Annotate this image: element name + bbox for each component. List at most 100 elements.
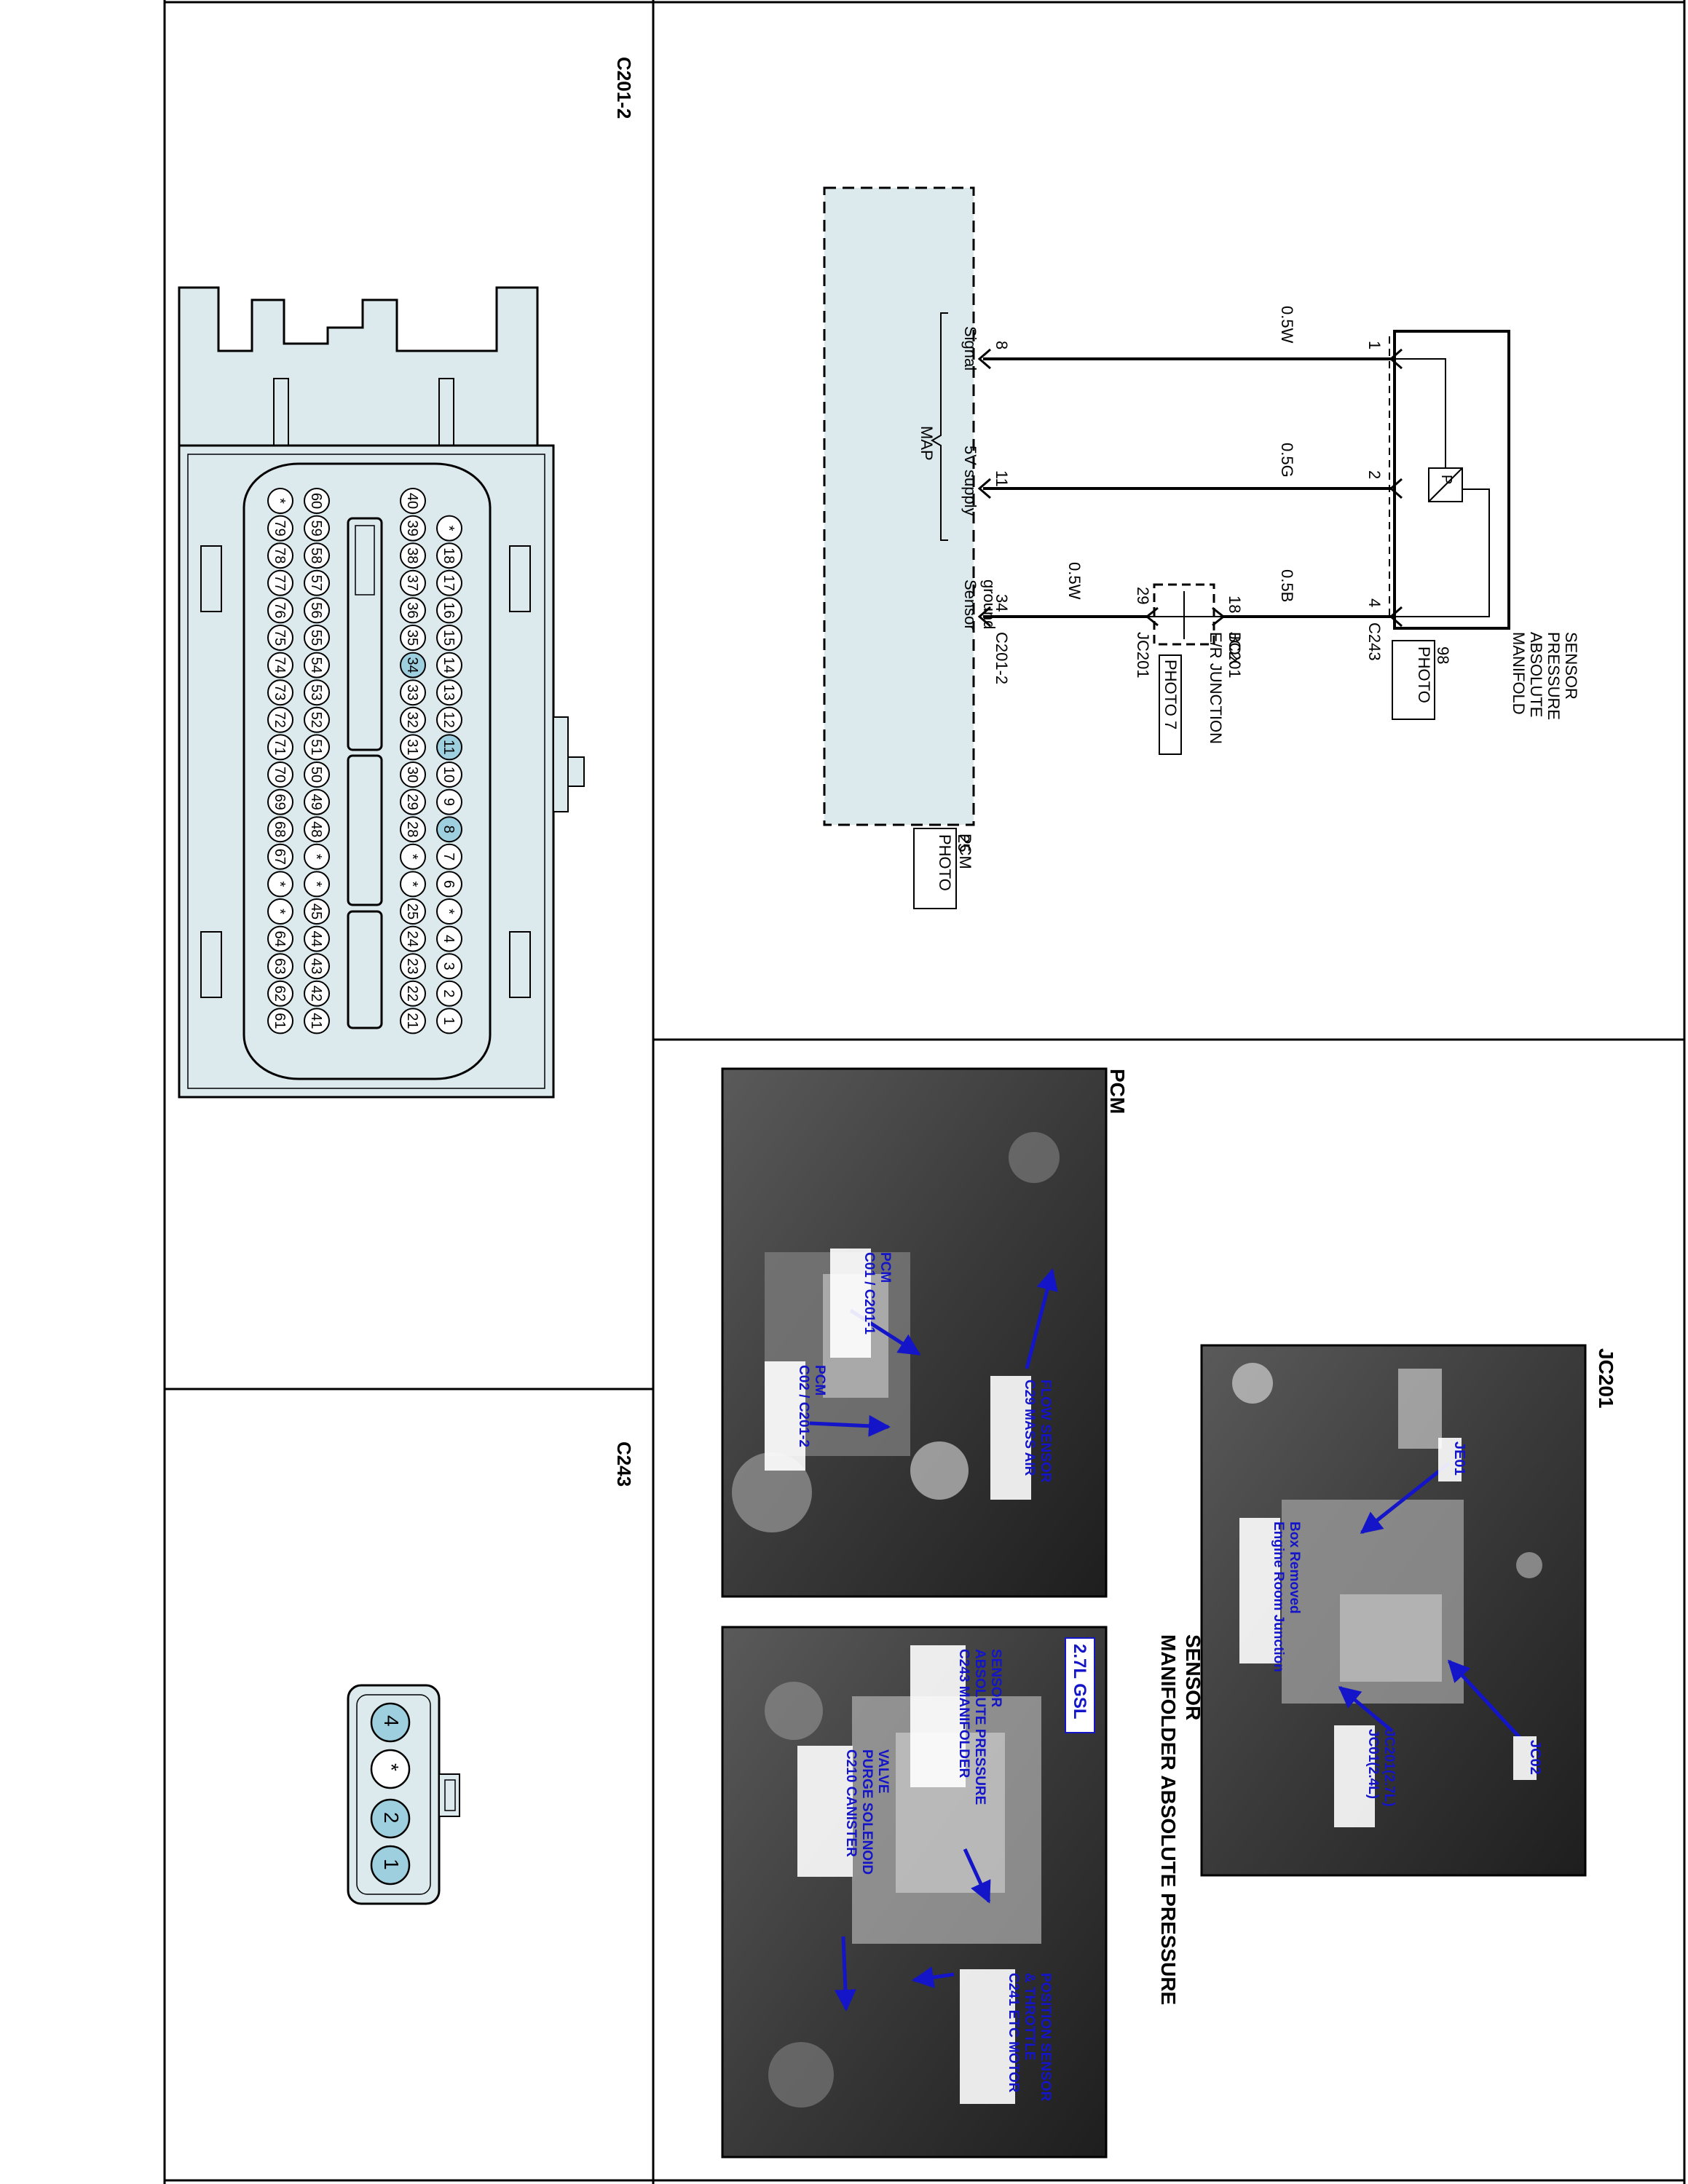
c201-pin-label: 41	[308, 1013, 324, 1029]
pcm-map-group-label: MAP	[918, 426, 936, 461]
photo-jc201-title: JC201	[1595, 1348, 1617, 1409]
svg-text:JC201: JC201	[1226, 632, 1244, 678]
c201-pin-48	[304, 816, 330, 843]
c201-pin-label: *	[272, 882, 288, 887]
c201-pin-label: 53	[308, 684, 324, 700]
c201-pin-label: 37	[404, 575, 420, 591]
c201-pin-76	[267, 597, 293, 624]
c201-pin-label: 75	[272, 630, 288, 646]
sensor-name: MANIFOLD ABSOLUTE PRESSURE SENSOR	[1510, 632, 1580, 724]
latch-post-lower	[438, 378, 454, 448]
junction-name: E/R JUNCTION BOX	[1207, 632, 1244, 748]
c201-pin-label: 50	[308, 767, 324, 783]
c201-pin-label: *	[404, 882, 420, 887]
c243-pin-1	[370, 1845, 411, 1886]
svg-text:P: P	[1438, 475, 1454, 484]
c201-pin-66	[267, 871, 293, 898]
svg-text:34: 34	[993, 594, 1011, 612]
c201-pin-57	[304, 569, 330, 596]
c201-pin-label: 29	[404, 794, 420, 810]
c201-pin-75	[267, 625, 293, 651]
callout-je01: JE01	[1451, 1441, 1467, 1476]
c201-pin-label: 30	[404, 767, 420, 783]
c201-pin-label: 6	[441, 880, 457, 888]
c201-pin-56	[304, 597, 330, 624]
sensor-photo-ref: PHOTO 98	[1415, 646, 1452, 708]
c201-pin-label: *	[272, 498, 288, 504]
c201-pin-label: 43	[308, 958, 324, 974]
c201-pin-label: 58	[308, 547, 324, 563]
c201-pin-label: 8	[441, 826, 457, 834]
c201-pin-42	[304, 980, 330, 1007]
c201-pin-label: 56	[308, 602, 324, 618]
callout-er-junction-box: Engine Room Junction Box Removed	[1271, 1522, 1302, 1676]
photo-pcm: PCM C29 MASS AIR FLOW SENSOR C01 / C201-…	[721, 1067, 1129, 1598]
engine-badge-text: 2.7L GSL	[1070, 1644, 1089, 1720]
svg-text:11: 11	[993, 470, 1011, 487]
connector-c201-2: C201-2 *1817161514131211109876*432140393…	[178, 57, 635, 1099]
c201-pin-53	[304, 679, 330, 706]
c201-pin-12	[436, 706, 462, 733]
pcm-photo-ref: PHOTO 25	[936, 834, 973, 895]
c201-pin-33	[400, 679, 426, 706]
svg-text:2: 2	[1365, 470, 1384, 479]
c201-pin-50	[304, 761, 330, 788]
c201-pin-24	[400, 925, 426, 952]
c201-pin-label: *	[308, 854, 324, 860]
c201-pin-label: *	[308, 882, 324, 887]
svg-text:4: 4	[1365, 598, 1384, 607]
c201-pin-label: 2	[441, 989, 457, 997]
c201-pin-label: 54	[308, 657, 324, 673]
c201-pin-54	[304, 652, 330, 678]
c201-pin-label: 55	[308, 630, 324, 646]
c201-pin-label: 10	[441, 767, 457, 783]
c201-pin-13	[436, 679, 462, 706]
c201-pin-label: 16	[441, 602, 457, 618]
connector-c243-title: C243	[613, 1441, 635, 1487]
c201-pin-58	[304, 542, 330, 569]
c201-pin-label: 49	[308, 794, 324, 810]
c201-pin-31	[400, 734, 426, 761]
callout-c29-maf: C29 MASS AIR FLOW SENSOR	[1022, 1380, 1053, 1483]
c201-pin-2	[436, 980, 462, 1007]
c201-pin-label: 11	[441, 740, 457, 755]
c201-pin-label: 13	[441, 684, 457, 700]
c201-pin-17	[436, 569, 462, 596]
c201-pin-label: 39	[404, 520, 420, 536]
c201-pin-label: 38	[404, 547, 420, 563]
latch-post-upper	[273, 378, 289, 448]
c201-pin-14	[436, 652, 462, 678]
c201-pin-label: 9	[441, 798, 457, 806]
c201-pin-label: 21	[404, 1013, 420, 1029]
c201-pin-59	[304, 515, 330, 542]
c201-pin-label: 76	[272, 602, 288, 618]
c201-pin-label: 40	[404, 493, 420, 509]
c201-pin-22	[400, 980, 426, 1007]
c201-pin-80	[267, 488, 293, 514]
c201-pin-16	[436, 597, 462, 624]
c201-pin-label: 24	[404, 930, 420, 946]
c201-pin-55	[304, 625, 330, 651]
photo-map-sensor: MANIFOLDER ABSOLUTE PRESSURE SENSOR 2.7L…	[721, 1626, 1204, 2159]
c201-pin-label: 22	[404, 986, 420, 1002]
c201-pin-label: 68	[272, 821, 288, 837]
c201-pin-4	[436, 925, 462, 952]
c201-pin-30	[400, 761, 426, 788]
c201-pin-10	[436, 761, 462, 788]
c201-pin-21	[400, 1008, 426, 1034]
c201-pin-40	[400, 488, 426, 514]
c201-pin-78	[267, 542, 293, 569]
c201-pin-26	[400, 871, 426, 898]
c201-pin-63	[267, 953, 293, 980]
c201-pin-label: 33	[404, 684, 420, 700]
c201-pin-label: 48	[308, 821, 324, 837]
page-frame	[163, 0, 1686, 2184]
c201-pin-65	[267, 898, 293, 925]
c201-pin-71	[267, 734, 293, 761]
c201-pin-label: 73	[272, 684, 288, 700]
c201-pin-49	[304, 788, 330, 815]
c201-pin-64	[267, 925, 293, 952]
c201-pin-74	[267, 652, 293, 678]
c201-pin-label: 15	[441, 630, 457, 646]
c201-pin-label: 34	[404, 657, 420, 673]
